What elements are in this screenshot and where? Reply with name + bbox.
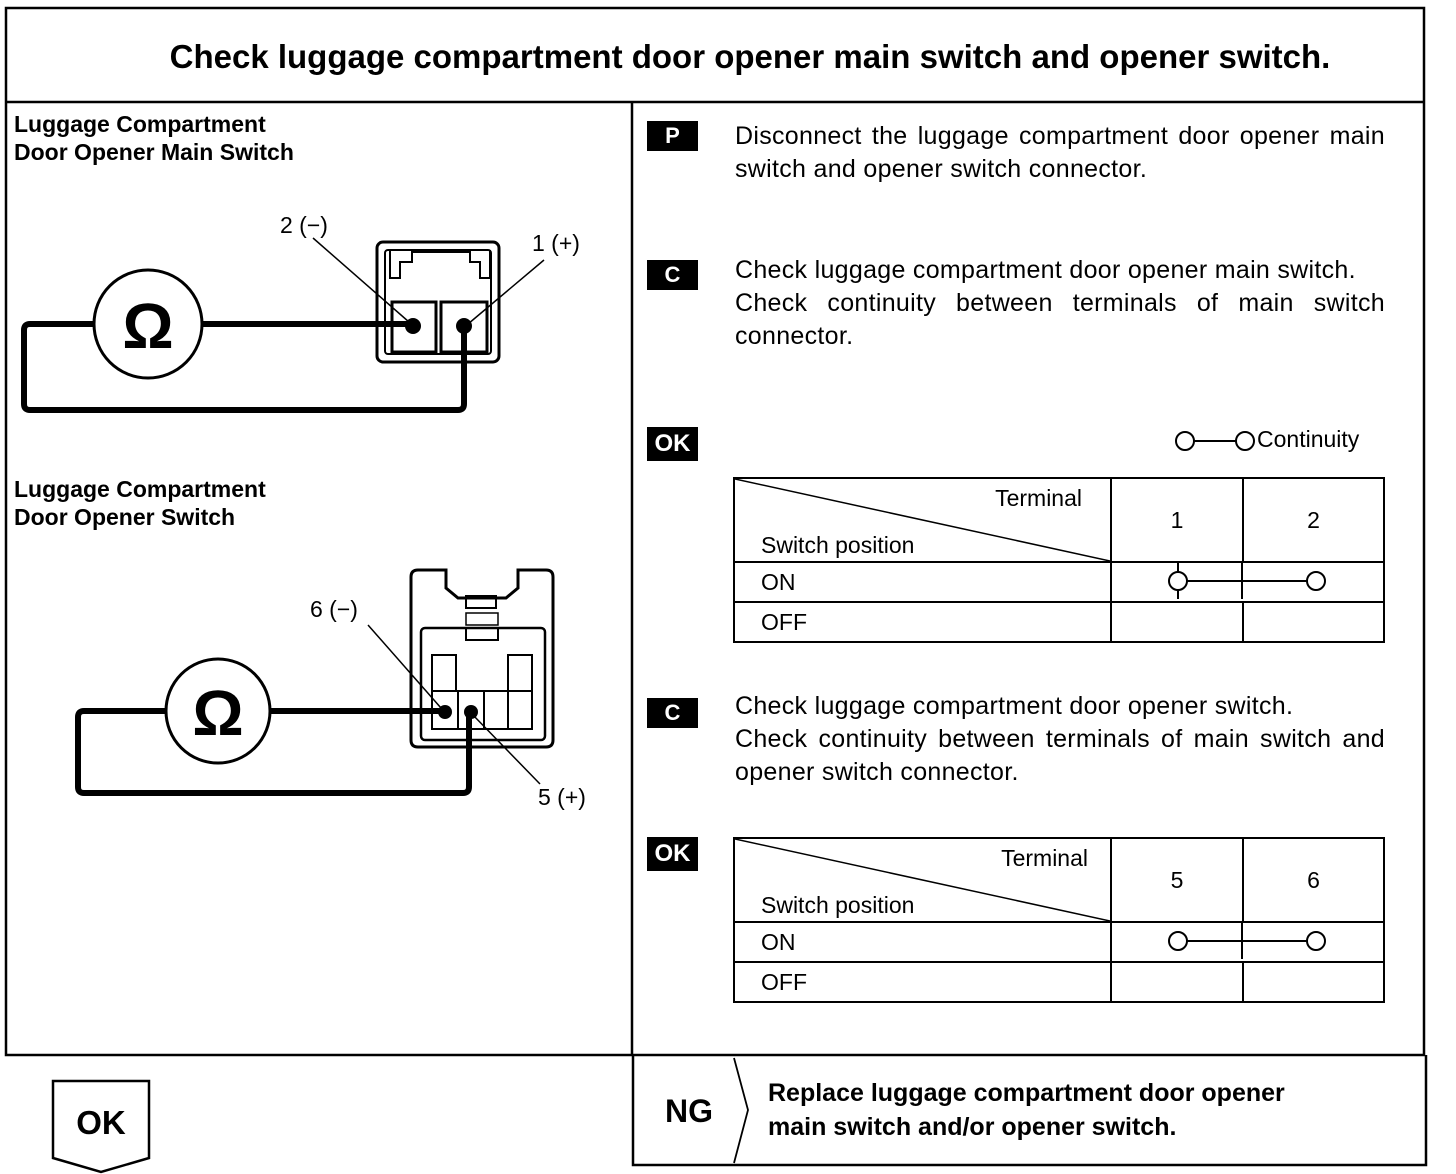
table2-row-off-a [1110, 961, 1244, 1003]
table1-row-off-a [1110, 601, 1244, 643]
table1-header-position: Switch position [761, 532, 915, 558]
step-c1-line2: Check continuity between terminals of ma… [735, 289, 1385, 350]
table1-row-on-label: ON [733, 561, 1112, 603]
opener-switch-header: Luggage Compartment Door Opener Switch [14, 475, 266, 531]
opener-switch-header-line1: Luggage Compartment [14, 476, 266, 502]
table1-row-off-b [1242, 601, 1385, 643]
table1-terminal-b: 2 [1242, 477, 1385, 563]
main-switch-header: Luggage Compartment Door Opener Main Swi… [14, 110, 294, 166]
table2-terminal-b: 6 [1242, 837, 1385, 923]
terminal-2-label: 2 (−) [280, 212, 328, 238]
continuity-symbol-icon [1175, 430, 1255, 451]
step-c1-line1: Check luggage compartment door opener ma… [735, 256, 1356, 284]
table2-row-off-b [1242, 961, 1385, 1003]
ok-badge-1: OK [647, 427, 698, 461]
opener-switch-header-line2: Door Opener Switch [14, 504, 236, 530]
table1-terminal-a: 1 [1110, 477, 1244, 563]
diagonal-line [735, 479, 1110, 561]
ng-label: NG [665, 1093, 713, 1129]
diagonal-line [735, 839, 1110, 921]
table2-terminal-a: 5 [1110, 837, 1244, 923]
table1-header-terminal: Terminal [995, 485, 1082, 511]
step-c2-line1: Check luggage compartment door opener sw… [735, 692, 1294, 720]
ng-action-line1: Replace luggage compartment door opener [768, 1079, 1285, 1107]
main-switch-header-line1: Luggage Compartment [14, 111, 266, 137]
page-title: Check luggage compartment door opener ma… [169, 38, 1331, 75]
terminal-1-label: 1 (+) [532, 230, 580, 256]
continuity-table-main-switch: Terminal Switch position 1 2 ON OFF [733, 477, 1385, 643]
step-c1-text: Check luggage compartment door opener ma… [735, 254, 1385, 353]
ok-badge-2: OK [647, 837, 698, 871]
step-p-text: Disconnect the luggage compartment door … [735, 122, 1385, 183]
continuity-legend-text: Continuity [1257, 426, 1360, 452]
terminal-6-label: 6 (−) [310, 596, 358, 622]
table2-header-terminal: Terminal [1001, 845, 1088, 871]
terminal-5-label: 5 (+) [538, 784, 586, 810]
step-badge-c1: C [647, 260, 698, 290]
ng-action-text: Replace luggage compartment door opener … [768, 1076, 1285, 1144]
continuity-table-opener-switch: Terminal Switch position 5 6 ON OFF [733, 837, 1385, 1003]
step-badge-c2: C [647, 698, 698, 728]
step-badge-p: P [647, 121, 698, 151]
ok-flow-box: OK [76, 1104, 126, 1141]
table2-header-diagonal: Terminal Switch position [733, 837, 1112, 923]
ohm-symbol-main: Ω [122, 290, 173, 362]
table1-header-diagonal: Terminal Switch position [733, 477, 1112, 563]
main-switch-header-line2: Door Opener Main Switch [14, 139, 294, 165]
continuity-line-icon [1168, 563, 1326, 599]
table2-row-on-continuity [1110, 921, 1385, 963]
opener-switch-diagram: Ω [75, 568, 555, 796]
continuity-legend: Continuity [1173, 426, 1359, 454]
step-c2-line2: Check continuity between terminals of ma… [735, 725, 1385, 786]
step-c2-text: Check luggage compartment door opener sw… [735, 690, 1385, 789]
main-switch-diagram: Ω [21, 237, 545, 413]
continuity-line-icon [1168, 923, 1326, 959]
table2-header-position: Switch position [761, 892, 915, 918]
table1-row-on-continuity [1110, 561, 1385, 603]
table2-row-off-label: OFF [733, 961, 1112, 1003]
table1-row-off-label: OFF [733, 601, 1112, 643]
table2-row-on-label: ON [733, 921, 1112, 963]
ng-action-line2: main switch and/or opener switch. [768, 1113, 1177, 1141]
ohm-symbol-opener: Ω [192, 677, 243, 749]
